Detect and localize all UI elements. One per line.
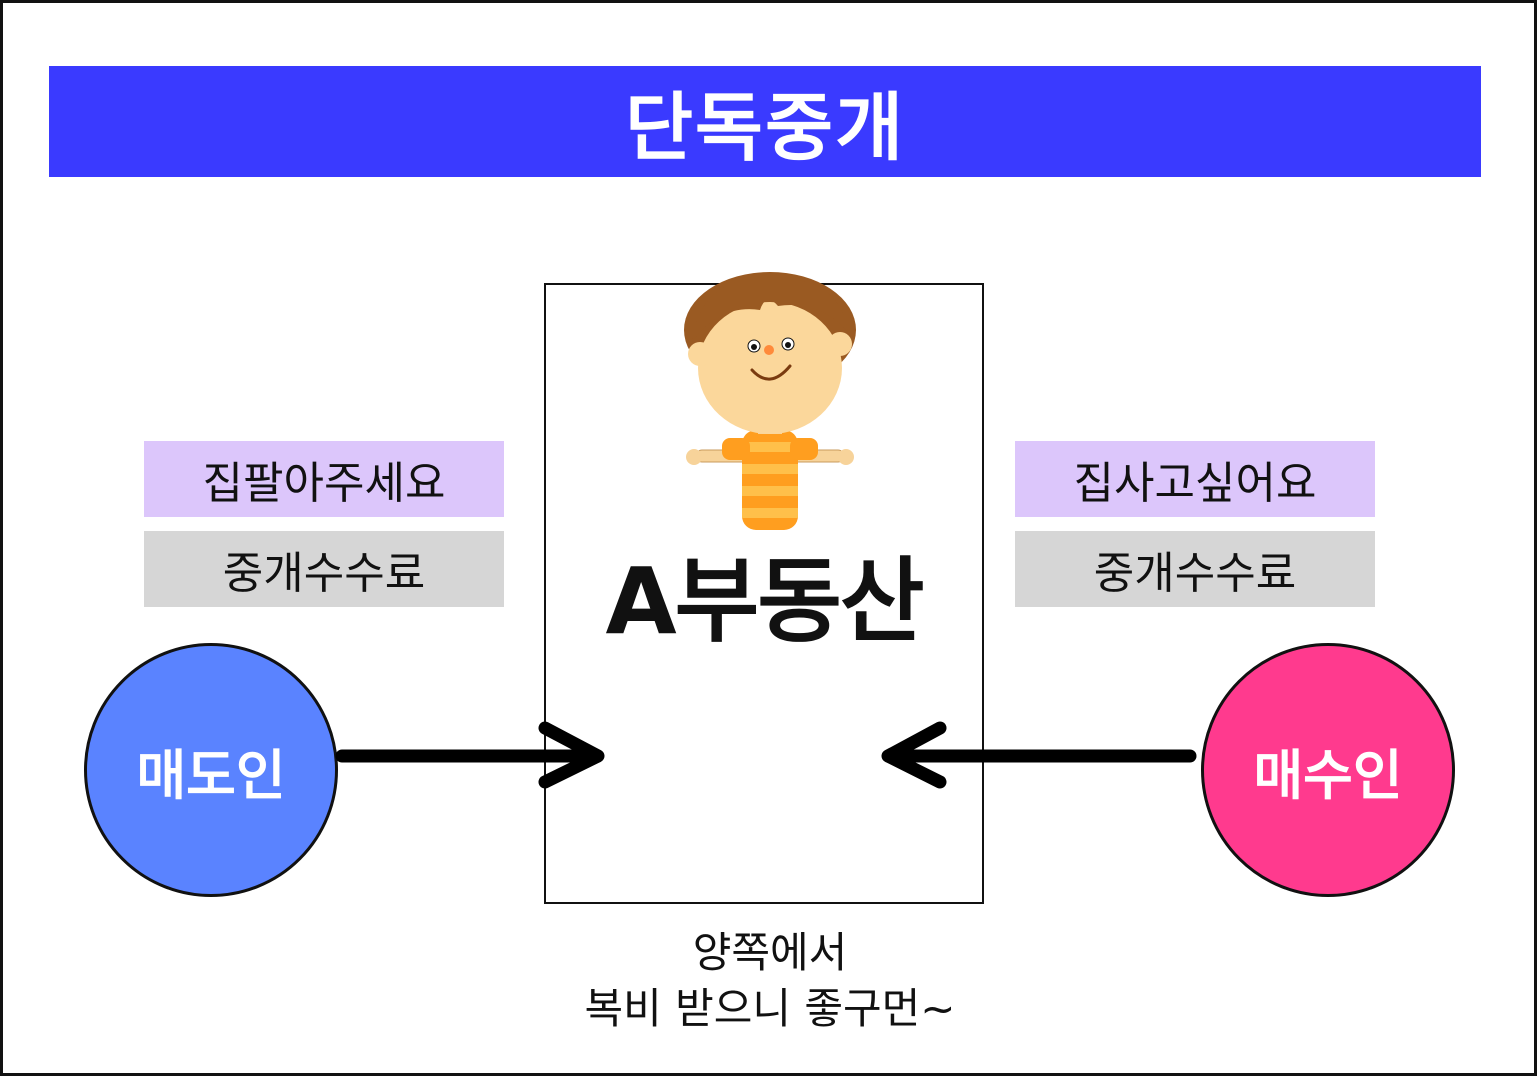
caption: 양쪽에서 복비 받으니 좋구먼~ <box>500 925 1040 1037</box>
buyer-request-label: 집사고싶어요 <box>1015 441 1375 517</box>
slide-title: 단독중개 <box>624 85 906 171</box>
seller-request-label: 집팔아주세요 <box>144 441 504 517</box>
seller-request-text: 집팔아주세요 <box>202 458 446 509</box>
buyer-request-text: 집사고싶어요 <box>1073 458 1317 509</box>
arrow-left-icon <box>881 721 1197 789</box>
buyer-role-text: 매수인 <box>1253 743 1403 807</box>
buyer-circle: 매수인 <box>1201 643 1455 897</box>
caption-line-2: 복비 받으니 좋구먼~ <box>584 984 956 1033</box>
arrow-right-icon <box>335 721 605 789</box>
seller-fee-label: 중개수수료 <box>144 531 504 607</box>
caption-line-1: 양쪽에서 <box>692 928 848 977</box>
seller-circle: 매도인 <box>84 643 338 897</box>
agency-name: A부동산 <box>605 548 924 655</box>
buyer-fee-label: 중개수수료 <box>1015 531 1375 607</box>
seller-role-text: 매도인 <box>136 743 286 807</box>
buyer-fee-text: 중개수수료 <box>1093 548 1297 599</box>
smiling-agent-icon <box>684 272 856 530</box>
title-bar: 단독중개 <box>49 66 1481 177</box>
seller-fee-text: 중개수수료 <box>222 548 426 599</box>
